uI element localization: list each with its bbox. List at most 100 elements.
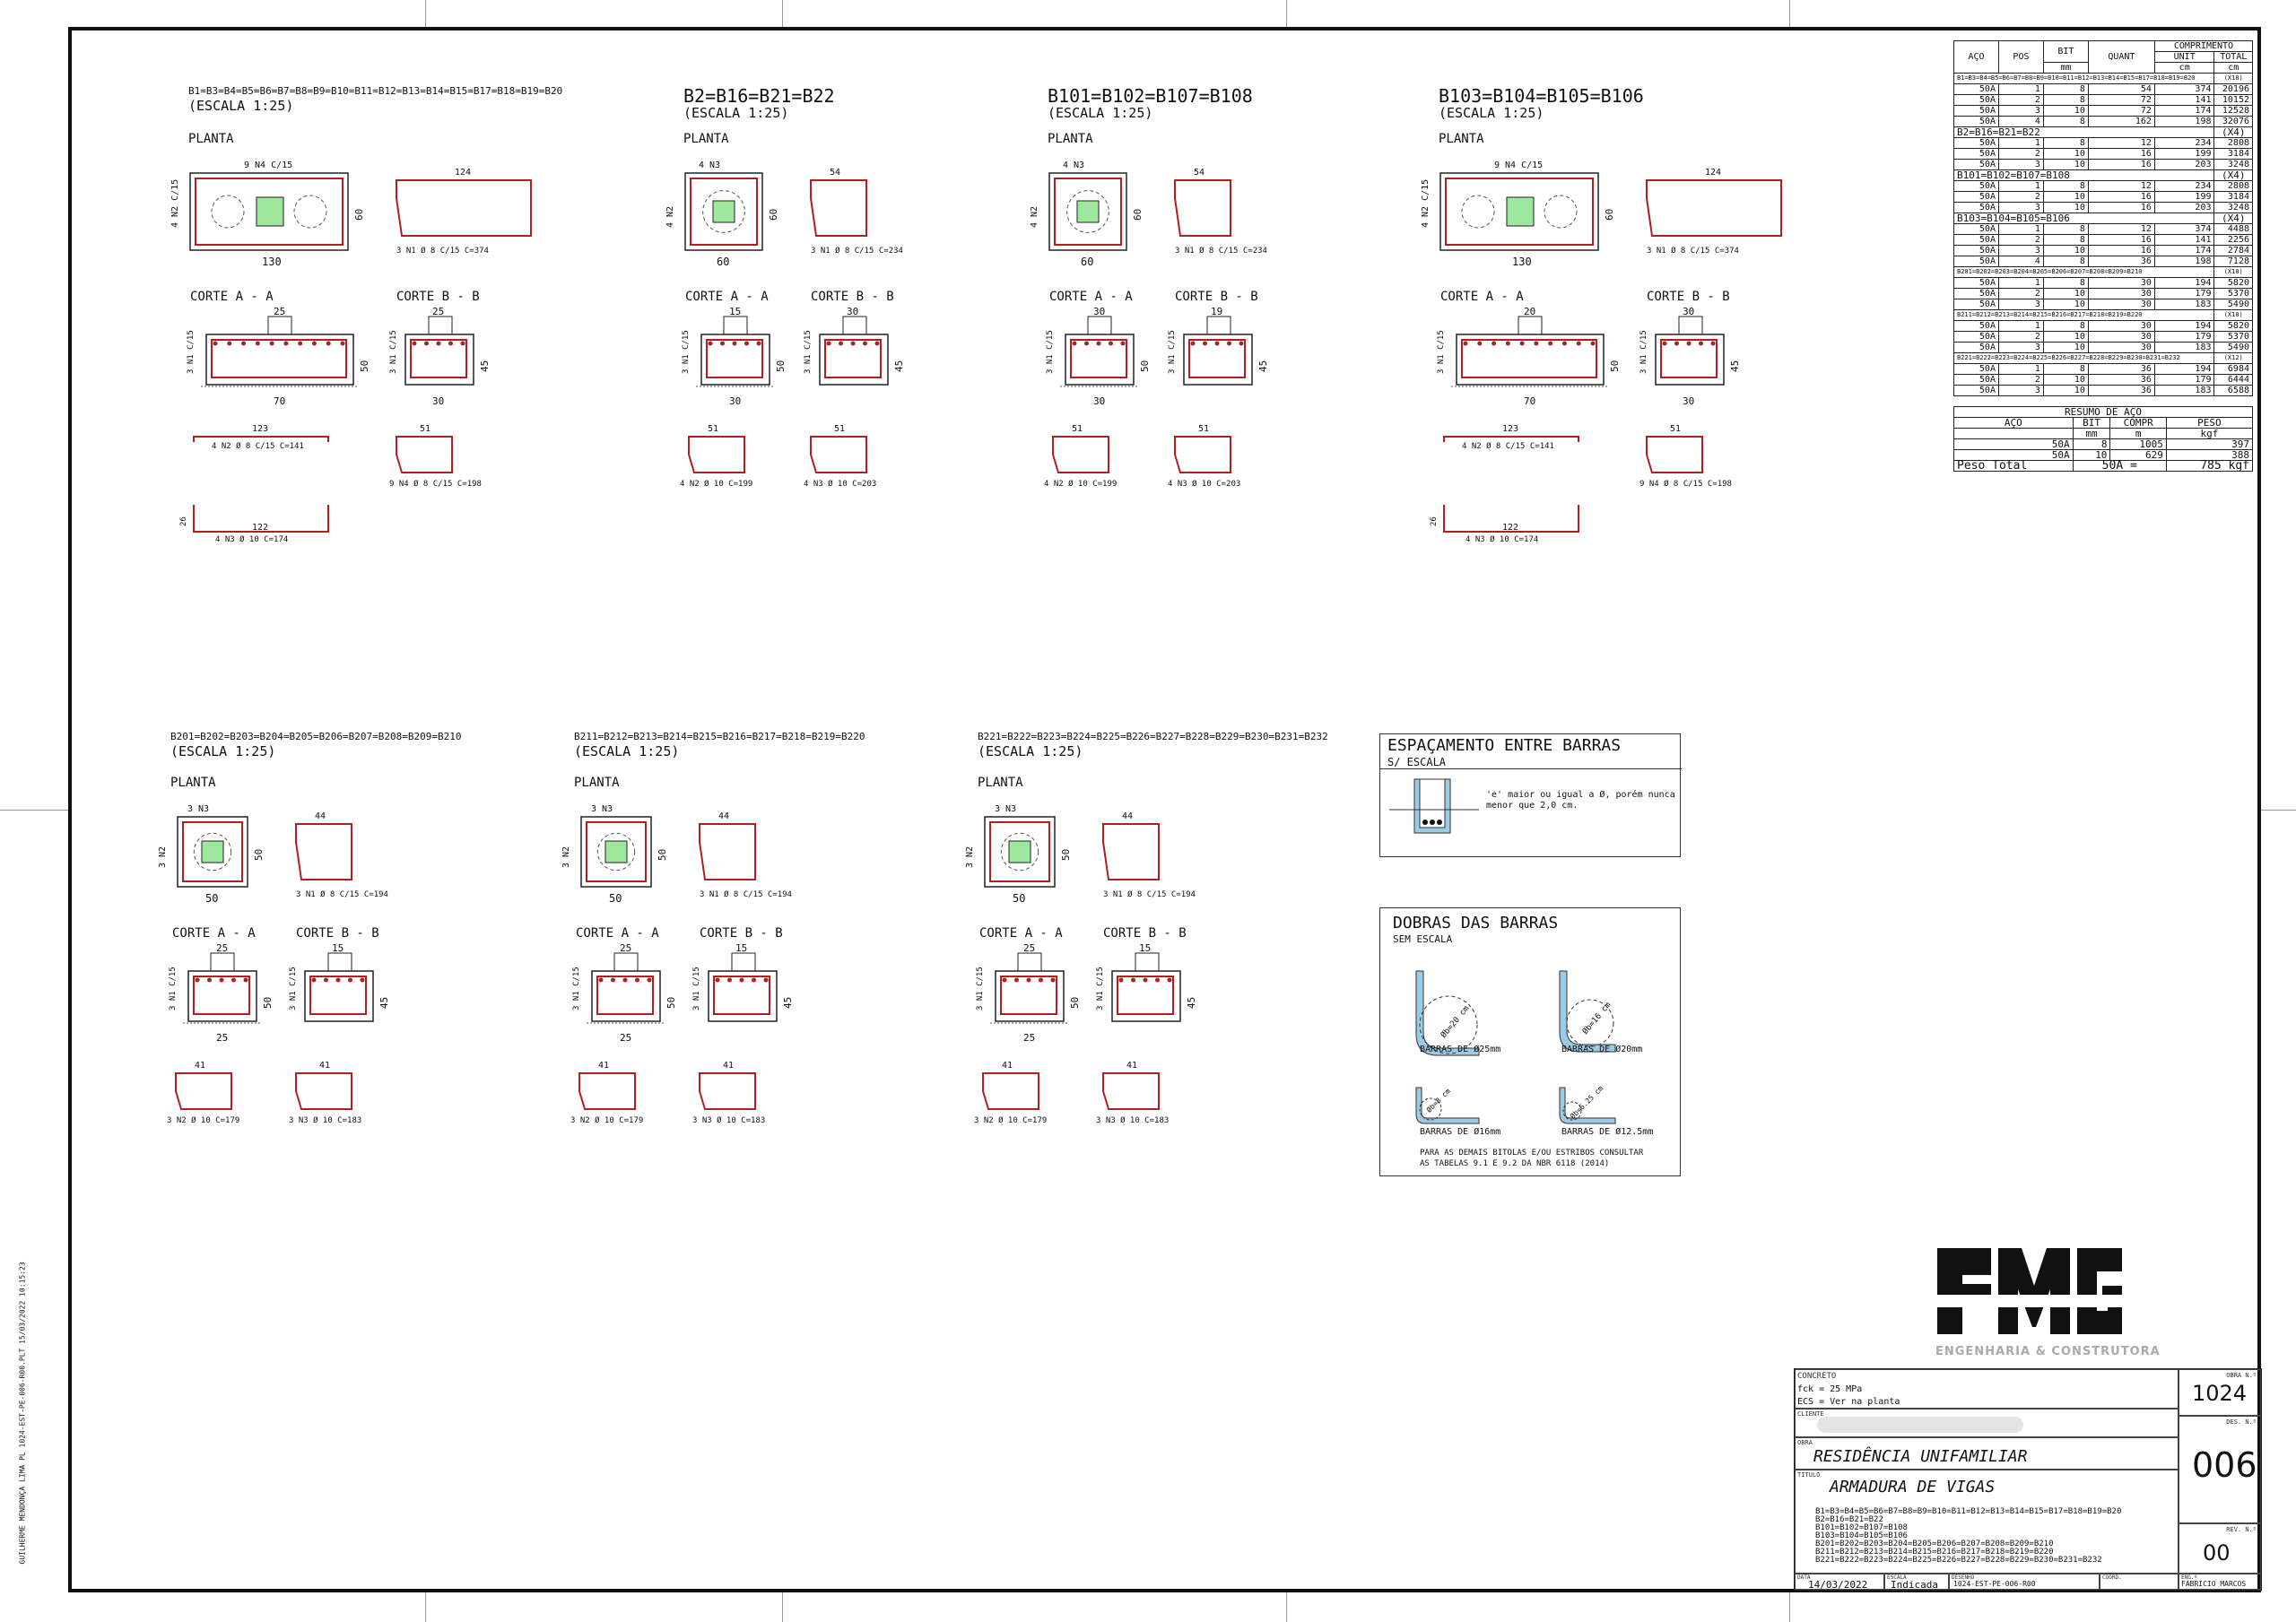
bar1-caption: 3 N2 Ø 10 C=179 [167, 1116, 240, 1125]
table-cell: 50A [1953, 342, 1999, 353]
summary-unit: mm [2072, 428, 2111, 439]
drawing-number-label: DES. N.º [2226, 1418, 2257, 1426]
table-cell: 10152 [2213, 94, 2253, 106]
bar2-shape [810, 436, 867, 473]
section-a-height: 50 [775, 360, 787, 372]
bar1-length: 41 [195, 1061, 206, 1071]
table-cell: 50A [1953, 320, 1999, 332]
bar1-caption: 4 N2 Ø 8 C/15 C=141 [1462, 442, 1554, 451]
plan-height: 60 [768, 208, 779, 221]
table-cell: 10 [2042, 288, 2089, 299]
table-cell: 198 [2153, 116, 2215, 127]
bends-note-1: PARA AS DEMAIS BITOLAS E/OU ESTRIBOS CON… [1420, 1149, 1644, 1158]
top-bar-length: 124 [455, 168, 472, 178]
block-name: B221=B222=B223=B224=B225=B226=B227=B228=… [1952, 352, 2215, 364]
section-a-top: 25 [274, 306, 286, 317]
plan-height: 50 [1060, 848, 1072, 861]
engineer-value: FABRICIO MARCOS [2181, 1580, 2247, 1588]
table-cell: 50A [1953, 256, 1999, 267]
section-b-top: 15 [1139, 942, 1152, 954]
table-cell: 5820 [2213, 320, 2253, 332]
table-cell: 199 [2153, 191, 2215, 203]
table-cell: 179 [2153, 288, 2215, 299]
table-cell: 234 [2153, 180, 2215, 192]
client-redacted [1817, 1417, 2023, 1433]
bar3-shape [193, 505, 329, 533]
frame-tick [782, 0, 783, 27]
bar2-length: 51 [1670, 424, 1682, 434]
section-a-width: 30 [1093, 395, 1106, 407]
group-title: B2=B16=B21=B22 [683, 85, 835, 107]
section-b-label: CORTE B - B [700, 926, 783, 941]
group-title: B1=B3=B4=B5=B6=B7=B8=B9=B10=B11=B12=B13=… [188, 85, 563, 97]
top-bar-shape [1174, 179, 1231, 237]
section-b-n1: 3 N1 C/15 [1639, 330, 1648, 374]
titulo-beam: B2=B16=B21=B22 [1815, 1515, 1883, 1524]
stirrup-label: 9 N4 C/15 [1494, 160, 1544, 170]
bends-detail-box: DOBRAS DAS BARRAS SEM ESCALA Øb=20 cm Øb… [1379, 907, 1681, 1176]
top-bar-shape [1646, 179, 1782, 237]
table-cell: 2808 [2213, 180, 2253, 192]
drawing-code-cell: DESENHO 1024-EST-PE-006-R00 [1949, 1574, 2100, 1590]
summary-header: AÇO [1953, 417, 2074, 429]
block-mult: (X4) [2213, 169, 2253, 181]
bar1-caption: 3 N2 Ø 10 C=179 [570, 1116, 644, 1125]
obra-value: RESIDÊNCIA UNIFAMILIAR [1813, 1447, 2028, 1466]
coord-label: COORD. [2102, 1574, 2122, 1581]
table-cell: 50A [1953, 299, 1999, 310]
table-cell: 8 [2042, 277, 2089, 289]
summary-unit: kgf [2165, 428, 2254, 439]
table-cell: 10 [2042, 202, 2089, 213]
section-b-n1: 3 N1 C/15 [804, 330, 813, 374]
top-bar-shape [295, 823, 352, 880]
frame-tick [425, 0, 426, 27]
bar2-caption: 4 N3 Ø 10 C=203 [804, 480, 877, 489]
section-b-drawing [304, 952, 374, 1022]
table-cell: 5370 [2213, 288, 2253, 299]
table-cell: 12 [2087, 223, 2155, 235]
titulo-label: TITULO [1797, 1471, 1821, 1479]
table-cell: 50A [1953, 245, 1999, 256]
plan-label: PLANTA [1439, 132, 1484, 146]
table-cell: 50A [1953, 288, 1999, 299]
bar1-shape [578, 1072, 636, 1110]
bends-note-2: AS TABELAS 9.1 E 9.2 DA NBR 6118 (2014) [1420, 1159, 1610, 1168]
section-a-n1: 3 N1 C/15 [1437, 330, 1446, 374]
group-title: B221=B222=B223=B224=B225=B226=B227=B228=… [978, 731, 1328, 742]
titulo-value: ARMADURA DE VIGAS [1830, 1478, 1996, 1496]
table-cell: 16 [2087, 202, 2155, 213]
section-a-top: 20 [1524, 306, 1536, 317]
table-cell: 8 [2072, 438, 2111, 450]
section-b-drawing [708, 952, 778, 1022]
block-mult: (X4) [2213, 213, 2253, 224]
table-cell: 5490 [2213, 299, 2253, 310]
bar1-length: 123 [252, 424, 269, 434]
table-cell: 50A [1953, 191, 1999, 203]
table-cell: 234 [2153, 137, 2215, 149]
table-cell: 6444 [2213, 374, 2253, 386]
drawing-sheet [68, 27, 2261, 1592]
frame-tick [425, 1592, 426, 1622]
bar2-length: 41 [1126, 1061, 1138, 1071]
section-a-label: CORTE A - A [685, 290, 769, 304]
section-a-height: 50 [1139, 360, 1151, 372]
section-a-drawing [201, 316, 359, 387]
table-cell: 2 [1997, 148, 2044, 160]
table-cell: 50A [1953, 83, 1999, 95]
bar1-length: 51 [1072, 424, 1083, 434]
table-cell: 1 [1997, 137, 2044, 149]
top-bar-caption: 3 N1 Ø 8 C/15 C=374 [396, 247, 489, 256]
group-scale: (ESCALA 1:25) [978, 743, 1083, 759]
client-label: CLIENTE [1797, 1410, 1824, 1418]
section-a-n1: 3 N1 C/15 [169, 967, 178, 1010]
table-cell: 3 [1997, 159, 2044, 170]
table-cell: 50A [1953, 363, 1999, 375]
block-mult: (X12) [2213, 352, 2253, 364]
table-cell: 36 [2087, 385, 2155, 396]
bends-subtitle: SEM ESCALA [1393, 933, 1453, 945]
